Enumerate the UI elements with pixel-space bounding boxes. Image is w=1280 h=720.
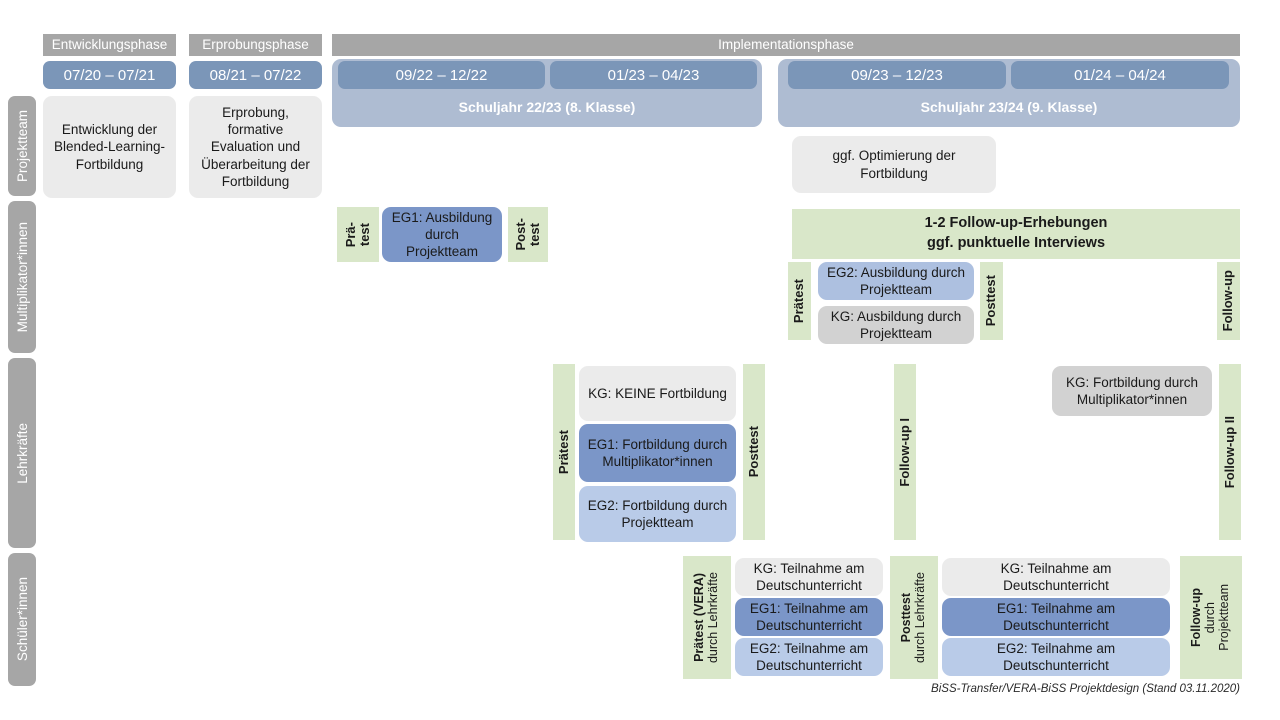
footer-source-note: BiSS-Transfer/VERA-BiSS Projektdesign (S… [640, 683, 1240, 695]
strip-followup-schueler: Follow-up durch Projektteam [1180, 556, 1242, 679]
date-range-label: 09/22 – 12/22 [395, 66, 488, 84]
actor-label-multiplikatorinnen: Multiplikator*innen [8, 201, 36, 353]
phase-header-label: Erprobungsphase [202, 37, 309, 53]
card-kg-keine-fortbildung: KG: KEINE Fortbildung [579, 366, 736, 421]
strip-posttest-lehrkraefte: Posttest [743, 364, 765, 540]
posttest-line2: test [527, 222, 542, 247]
card-kg-fortbildung-multiplikatorinnen: KG: Fortbildung durch Multiplikator*inne… [1052, 366, 1212, 416]
card-text: KG: Fortbildung durch Multiplikator*inne… [1065, 374, 1199, 407]
posttest-label: Posttest [745, 426, 761, 478]
strip-posttest-multiplikator-2: Posttest [980, 262, 1003, 340]
phase-header-implementationsphase: Implementationsphase [332, 34, 1240, 56]
actor-text: Schüler*innen [14, 577, 30, 662]
schoolyear-container-2324: 09/23 – 12/23 01/24 – 04/24 Schuljahr 23… [778, 59, 1240, 127]
actor-text: Lehrkräfte [14, 422, 30, 484]
band-line1: 1-2 Follow-up-Erhebungen [924, 215, 1108, 232]
phase-header-label: Implementationsphase [718, 37, 854, 53]
posttest-label: Posttest [899, 592, 914, 643]
band-followup-erhebungen: 1-2 Follow-up-Erhebungen ggf. punktuelle… [792, 209, 1240, 259]
card-text: EG1: Teilnahme am Deutschunterricht [749, 600, 869, 633]
date-pill-0821-0722: 08/21 – 07/22 [189, 61, 322, 89]
card-ggf-optimierung: ggf. Optimierung der Fortbildung [792, 136, 996, 193]
card-text: EG1: Ausbildung durch Projektteam [391, 209, 493, 260]
card-eg1-fortbildung-multiplikatorinnen: EG1: Fortbildung durch Multiplikator*inn… [579, 424, 736, 482]
praetest-line2: test [357, 222, 372, 247]
actor-text: Multiplikator*innen [14, 221, 30, 333]
schoolyear-label-2324: Schuljahr 23/24 (9. Klasse) [778, 93, 1240, 121]
followup-label: Follow-up [1220, 270, 1236, 332]
card-text: EG2: Fortbildung durch Projektteam [587, 497, 728, 530]
card-eg2-teilnahme-deutschunterricht-2: EG2: Teilnahme am Deutschunterricht [942, 638, 1170, 676]
card-kg-teilnahme-deutschunterricht-2: KG: Teilnahme am Deutschunterricht [942, 558, 1170, 596]
strip-posttest-schueler: Posttest durch Lehrkräfte [890, 556, 938, 679]
strip-praetest-multiplikator-2: Prätest [788, 262, 811, 340]
schoolyear-text: Schuljahr 22/23 (8. Klasse) [458, 99, 636, 115]
date-range-label: 08/21 – 07/22 [209, 66, 302, 84]
card-kg-ausbildung-projektteam: KG: Ausbildung durch Projektteam [818, 306, 974, 344]
card-eg1-teilnahme-deutschunterricht-1: EG1: Teilnahme am Deutschunterricht [735, 598, 883, 636]
date-pill-0124-0424: 01/24 – 04/24 [1011, 61, 1229, 89]
date-pill-0123-0423: 01/23 – 04/23 [550, 61, 757, 89]
card-text: EG2: Teilnahme am Deutschunterricht [996, 640, 1116, 673]
card-text: KG: Ausbildung durch Projektteam [830, 308, 962, 341]
followup-sublabel-1: durch [1203, 601, 1218, 634]
card-entwicklung-blended-learning: Entwicklung der Blended-Learning-Fortbil… [43, 96, 176, 198]
card-text: Entwicklung der Blended-Learning-Fortbil… [53, 122, 166, 172]
posttest-line1: Post- [512, 218, 528, 251]
card-eg2-fortbildung-projektteam: EG2: Fortbildung durch Projektteam [579, 486, 736, 542]
actor-text: Projektteam [14, 109, 30, 183]
date-pill-0720-0721: 07/20 – 07/21 [43, 61, 176, 89]
date-pill-0922-1222: 09/22 – 12/22 [338, 61, 545, 89]
strip-followup-2-lehrkraefte: Follow-up II [1219, 364, 1241, 540]
schoolyear-label-2223: Schuljahr 22/23 (8. Klasse) [332, 93, 762, 121]
card-text: EG1: Teilnahme am Deutschunterricht [996, 600, 1116, 633]
date-range-label: 09/23 – 12/23 [851, 66, 943, 84]
praetest-label: Prätest [791, 278, 807, 324]
card-text: Erprobung, formative Evaluation und Über… [201, 104, 310, 189]
card-eg1-teilnahme-deutschunterricht-2: EG1: Teilnahme am Deutschunterricht [942, 598, 1170, 636]
date-range-label: 01/23 – 04/23 [607, 66, 700, 84]
praetest-line1: Prä- [342, 221, 358, 248]
card-text: EG2: Teilnahme am Deutschunterricht [749, 640, 869, 673]
strip-followup-1-lehrkraefte: Follow-up I [894, 364, 916, 540]
card-text: EG2: Ausbildung durch Projektteam [826, 264, 966, 297]
card-erprobung-evaluation: Erprobung, formative Evaluation und Über… [189, 96, 322, 198]
card-text: KG: KEINE Fortbildung [588, 385, 727, 401]
phase-header-erprobungsphase: Erprobungsphase [189, 34, 322, 56]
actor-label-lehrkraefte: Lehrkräfte [8, 358, 36, 548]
card-eg2-teilnahme-deutschunterricht-1: EG2: Teilnahme am Deutschunterricht [735, 638, 883, 676]
schoolyear-text: Schuljahr 23/24 (9. Klasse) [920, 99, 1098, 115]
phase-header-label: Entwicklungsphase [51, 37, 168, 53]
strip-followup-multiplikator: Follow-up [1217, 262, 1240, 340]
footer-note-text: BiSS-Transfer/VERA-BiSS Projektdesign (S… [931, 683, 1240, 695]
card-text: ggf. Optimierung der Fortbildung [832, 148, 956, 181]
card-text: KG: Teilnahme am Deutschunterricht [1000, 560, 1112, 593]
phase-header-entwicklungsphase: Entwicklungsphase [43, 34, 176, 56]
schoolyear-container-2223: 09/22 – 12/22 01/23 – 04/23 Schuljahr 22… [332, 59, 762, 127]
card-kg-teilnahme-deutschunterricht-1: KG: Teilnahme am Deutschunterricht [735, 558, 883, 596]
praetest-vera-label: Prätest (VERA) [692, 573, 707, 662]
actor-label-projektteam: Projektteam [8, 96, 36, 196]
praetest-vera-sublabel: durch Lehrkräfte [706, 571, 720, 664]
strip-praetest-multiplikator: Prä- test [337, 207, 379, 262]
strip-posttest-multiplikator: Post- test [508, 207, 548, 262]
praetest-label: Prätest [555, 429, 571, 475]
card-eg1-ausbildung-projektteam: EG1: Ausbildung durch Projektteam [382, 207, 502, 262]
posttest-sublabel: durch Lehrkräfte [913, 571, 927, 664]
followup-sublabel-2: Projektteam [1216, 584, 1231, 651]
card-text: EG1: Fortbildung durch Multiplikator*inn… [587, 436, 728, 469]
card-eg2-ausbildung-projektteam: EG2: Ausbildung durch Projektteam [818, 262, 974, 300]
strip-praetest-vera-schueler: Prätest (VERA) durch Lehrkräfte [683, 556, 731, 679]
date-range-label: 07/20 – 07/21 [63, 66, 156, 84]
followup-2-label: Follow-up II [1221, 415, 1237, 489]
band-line2: ggf. punktuelle Interviews [926, 235, 1106, 251]
date-pill-0923-1223: 09/23 – 12/23 [788, 61, 1006, 89]
posttest-label: Posttest [983, 275, 999, 327]
card-text: KG: Teilnahme am Deutschunterricht [753, 560, 865, 593]
followup-1-label: Follow-up I [896, 417, 912, 487]
strip-praetest-lehrkraefte: Prätest [553, 364, 575, 540]
actor-label-schuelerinnen: Schüler*innen [8, 553, 36, 686]
date-range-label: 01/24 – 04/24 [1074, 66, 1166, 84]
